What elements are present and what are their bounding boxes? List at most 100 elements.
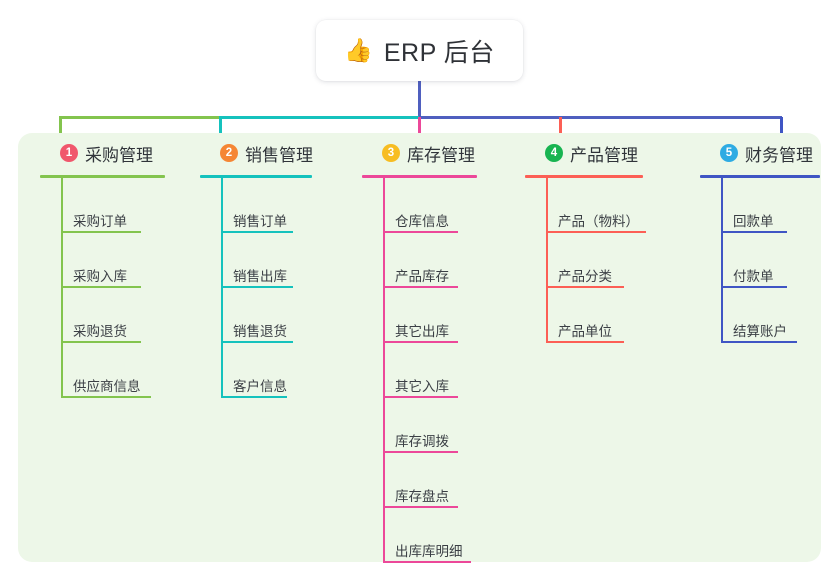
branch-item-label: 销售出库: [233, 269, 287, 284]
branch-item-underline: [383, 561, 471, 563]
branch-title-3: 库存管理: [407, 145, 475, 165]
branch-item-label: 回款单: [733, 214, 774, 229]
branch-item-underline: [221, 286, 293, 288]
branch-title-1: 采购管理: [85, 145, 153, 165]
branch-item[interactable]: 付款单: [700, 233, 820, 288]
branch-item-underline: [721, 341, 797, 343]
branch-items-2: 销售订单销售出库销售退货客户信息: [200, 178, 313, 398]
branch-item-label: 库存盘点: [395, 489, 449, 504]
branch-badge-1: 1: [60, 144, 78, 162]
branch-spine-3: [383, 178, 385, 563]
branch-item-underline: [383, 286, 458, 288]
branch-item-label: 出库库明细: [395, 544, 463, 559]
branch-item-underline: [61, 396, 151, 398]
branch-header-5[interactable]: 5 财务管理: [700, 140, 820, 166]
branch-header-4[interactable]: 4 产品管理: [525, 140, 643, 166]
branch-item-underline: [221, 396, 287, 398]
branch-item[interactable]: 出库库明细: [362, 508, 477, 563]
branch-item-underline: [546, 231, 646, 233]
branch-spine-5: [721, 178, 723, 343]
branch-item[interactable]: 客户信息: [200, 343, 313, 398]
branch-title-2: 销售管理: [245, 145, 313, 165]
branch-item-label: 产品（物料）: [558, 214, 639, 229]
branch-item-label: 销售订单: [233, 214, 287, 229]
branch-item[interactable]: 其它入库: [362, 343, 477, 398]
branch-item-underline: [383, 341, 458, 343]
branch-item[interactable]: 其它出库: [362, 288, 477, 343]
branch-underline-5: [700, 175, 820, 178]
branch-item[interactable]: 销售订单: [200, 178, 313, 233]
branch-badge-2: 2: [220, 144, 238, 162]
branch-item-underline: [221, 341, 293, 343]
branch-header-1[interactable]: 1 采购管理: [40, 140, 165, 166]
branch-badge-5: 5: [720, 144, 738, 162]
root-node[interactable]: 👍 ERP 后台: [316, 20, 523, 81]
branch-item-label: 采购入库: [73, 269, 127, 284]
branch-item-underline: [383, 231, 458, 233]
branch-item[interactable]: 产品（物料）: [525, 178, 646, 233]
branch-item-label: 产品库存: [395, 269, 449, 284]
branch-header-3[interactable]: 3 库存管理: [362, 140, 477, 166]
branch-item-underline: [61, 286, 141, 288]
branch-item-underline: [61, 341, 141, 343]
branch-item[interactable]: 供应商信息: [40, 343, 165, 398]
branch-column-1: 1 采购管理采购订单采购入库采购退货供应商信息: [40, 140, 165, 398]
branch-item-underline: [221, 231, 293, 233]
branch-item[interactable]: 采购退货: [40, 288, 165, 343]
branch-items-4: 产品（物料） 产品分类产品单位: [525, 178, 646, 343]
branch-column-5: 5 财务管理回款单付款单结算账户: [700, 140, 820, 343]
branch-title-4: 产品管理: [570, 145, 638, 165]
branch-spine-2: [221, 178, 223, 398]
branch-item-underline: [721, 231, 787, 233]
branch-item-underline: [546, 286, 624, 288]
branch-items-3: 仓库信息产品库存其它出库其它入库库存调拨库存盘点出库库明细: [362, 178, 477, 563]
branch-item-label: 其它入库: [395, 379, 449, 394]
branch-item[interactable]: 库存盘点: [362, 453, 477, 508]
branch-item-underline: [383, 451, 458, 453]
branch-item-underline: [61, 231, 141, 233]
branch-item-underline: [721, 286, 787, 288]
branch-underline-1: [40, 175, 165, 178]
branch-title-5: 财务管理: [745, 145, 813, 165]
branch-item-label: 产品分类: [558, 269, 612, 284]
branch-underline-3: [362, 175, 477, 178]
branch-item[interactable]: 仓库信息: [362, 178, 477, 233]
branch-column-4: 4 产品管理产品（物料） 产品分类产品单位: [525, 140, 646, 343]
branch-item-label: 销售退货: [233, 324, 287, 339]
branch-underline-4: [525, 175, 643, 178]
branch-column-2: 2 销售管理销售订单销售出库销售退货客户信息: [200, 140, 313, 398]
branch-underline-2: [200, 175, 312, 178]
branch-item-label: 采购退货: [73, 324, 127, 339]
branch-item-underline: [383, 506, 458, 508]
branch-item-label: 其它出库: [395, 324, 449, 339]
branch-items-5: 回款单付款单结算账户: [700, 178, 820, 343]
branch-badge-3: 3: [382, 144, 400, 162]
branch-item[interactable]: 产品分类: [525, 233, 643, 288]
branch-badge-4: 4: [545, 144, 563, 162]
branch-item-label: 客户信息: [233, 379, 287, 394]
branch-item-label: 产品单位: [558, 324, 612, 339]
branch-item-label: 供应商信息: [73, 379, 141, 394]
branch-item[interactable]: 销售退货: [200, 288, 313, 343]
branch-item[interactable]: 销售出库: [200, 233, 313, 288]
root-title: ERP 后台: [383, 38, 495, 67]
branch-item[interactable]: 采购订单: [40, 178, 165, 233]
branch-item-label: 付款单: [733, 269, 774, 284]
branch-item-label: 结算账户: [733, 324, 787, 339]
branch-spine-4: [546, 178, 548, 343]
diagram-panel: [18, 133, 821, 562]
branch-item-underline: [546, 341, 624, 343]
branch-item[interactable]: 产品单位: [525, 288, 643, 343]
branch-item[interactable]: 产品库存: [362, 233, 477, 288]
branch-item[interactable]: 采购入库: [40, 233, 165, 288]
branch-column-3: 3 库存管理仓库信息产品库存其它出库其它入库库存调拨库存盘点出库库明细: [362, 140, 477, 563]
branch-item[interactable]: 回款单: [700, 178, 820, 233]
branch-item-label: 仓库信息: [395, 214, 449, 229]
branch-spine-1: [61, 178, 63, 398]
branch-items-1: 采购订单采购入库采购退货供应商信息: [40, 178, 165, 398]
branch-item[interactable]: 库存调拨: [362, 398, 477, 453]
branch-header-2[interactable]: 2 销售管理: [200, 140, 313, 166]
branch-item-label: 库存调拨: [395, 434, 449, 449]
branch-item-label: 采购订单: [73, 214, 127, 229]
branch-item[interactable]: 结算账户: [700, 288, 820, 343]
